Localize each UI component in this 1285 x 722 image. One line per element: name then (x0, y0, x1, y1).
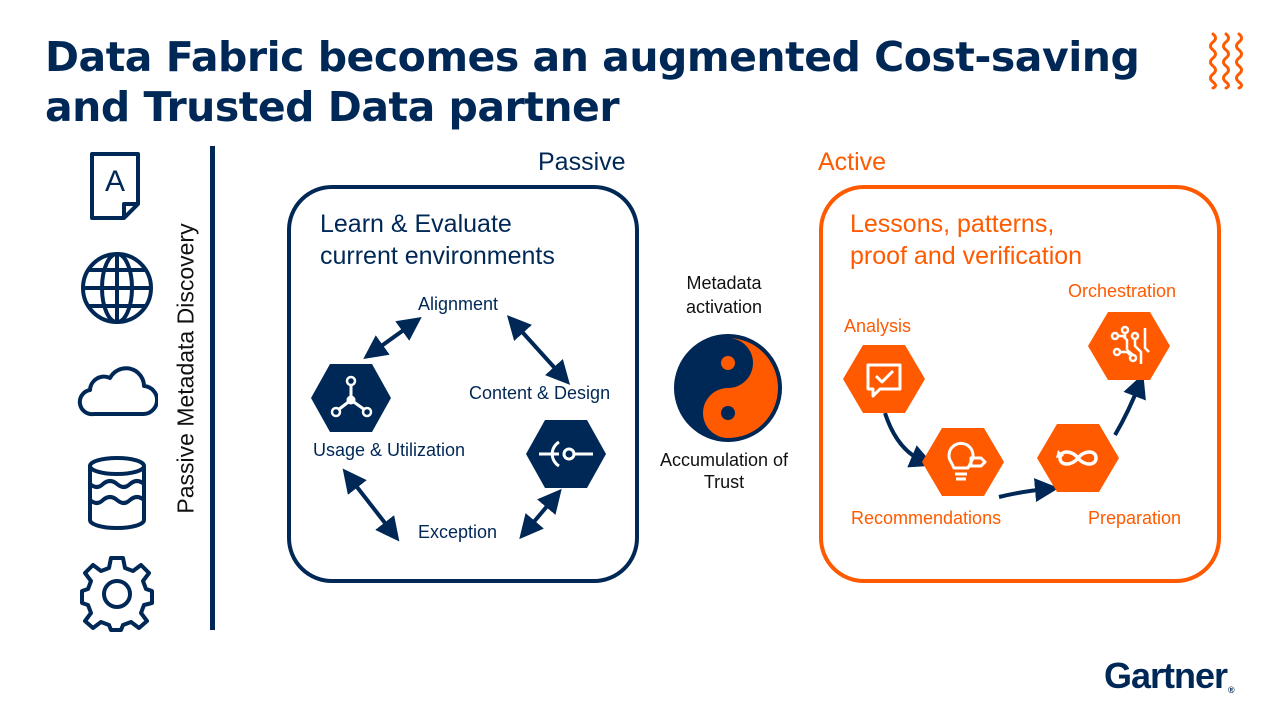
passive-title-line-1: Learn & Evaluate (320, 210, 512, 238)
arrow-analysis-recommendations (883, 412, 935, 468)
label-recommendations: Recommendations (851, 508, 1002, 528)
active-flow-arrows (883, 373, 1146, 502)
title-line-2: and Trusted Data partner (45, 83, 620, 131)
passive-heading: Passive (538, 148, 626, 176)
label-exception: Exception (418, 522, 498, 542)
center-bottom-line-1: Accumulation of (659, 450, 789, 470)
passive-title-line-2: current environments (320, 242, 555, 270)
gear-icon (80, 556, 154, 632)
label-analysis: Analysis (844, 316, 912, 336)
active-title-line-1: Lessons, patterns, (850, 210, 1055, 238)
vertical-label-container: Passive Metadata Discovery (168, 172, 204, 564)
passive-box-title: Learn & Evaluate current environments (320, 208, 555, 272)
vertical-divider (210, 146, 215, 630)
active-box (819, 185, 1221, 583)
center-bottom-line-2: Trust (703, 472, 745, 492)
infinity-cycle-icon (1037, 424, 1119, 492)
chat-check-icon (843, 345, 925, 413)
cloud-icon (77, 366, 158, 417)
circuit-icon (1088, 312, 1170, 380)
gartner-logo-text: Gartner (1104, 655, 1228, 696)
passive-box (287, 185, 639, 583)
label-content-design: Content & Design (469, 383, 611, 403)
arrow-usage-alignment (363, 317, 422, 359)
arrow-usage-exception (342, 468, 400, 542)
page-title: Data Fabric becomes an augmented Cost-sa… (45, 32, 1195, 132)
accumulation-trust-label: Accumulation of Trust (654, 449, 794, 493)
label-orchestration: Orchestration (1068, 281, 1177, 301)
connector-icon (526, 420, 606, 488)
document-a-icon: A (90, 152, 140, 220)
label-preparation: Preparation (1088, 508, 1182, 528)
registered-mark: ® (1228, 685, 1235, 695)
label-usage-utilization: Usage & Utilization (313, 440, 466, 460)
globe-icon (81, 252, 153, 324)
label-alignment: Alignment (418, 294, 499, 314)
gartner-logo: Gartner® (1104, 655, 1235, 697)
active-title-line-2: proof and verification (850, 242, 1083, 270)
active-box-title: Lessons, patterns, proof and verificatio… (850, 208, 1082, 272)
database-icon (88, 456, 146, 530)
yin-yang-icon (674, 334, 782, 442)
svg-text:A: A (105, 165, 125, 198)
network-hub-icon (311, 364, 391, 432)
passive-cycle-arrows (342, 315, 571, 542)
wave-logo-icon (1209, 32, 1243, 90)
center-top-line-1: Metadata (686, 273, 762, 293)
active-heading: Active (818, 148, 887, 176)
vertical-label: Passive Metadata Discovery (172, 222, 199, 514)
arrow-recommendations-preparation (998, 478, 1059, 502)
arrow-alignment-content (506, 315, 571, 385)
lightbulb-tag-icon (922, 428, 1004, 496)
title-line-1: Data Fabric becomes an augmented Cost-sa… (45, 33, 1140, 81)
metadata-activation-label: Metadata activation (684, 271, 764, 319)
arrow-exception-content (519, 488, 562, 540)
center-top-line-2: activation (685, 297, 763, 317)
arrow-preparation-orchestration (1113, 373, 1146, 437)
